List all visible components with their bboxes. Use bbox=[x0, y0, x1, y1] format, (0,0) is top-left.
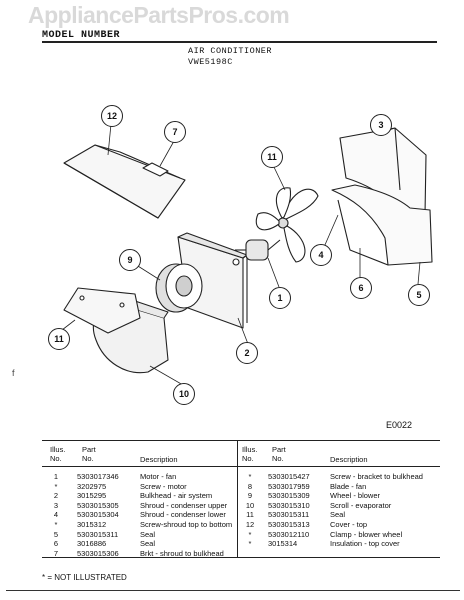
callout-6: 6 bbox=[350, 277, 372, 299]
row-description: Motor - fan bbox=[140, 472, 177, 481]
callout-9: 9 bbox=[119, 249, 141, 271]
row-illus-no: 7 bbox=[53, 548, 59, 558]
callout-3: 3 bbox=[370, 114, 392, 136]
row-description: Insulation - top cover bbox=[330, 539, 400, 549]
row-part-no: 5303017959 bbox=[268, 481, 310, 491]
callout-11-seal: 11 bbox=[48, 328, 70, 350]
callout-7: 7 bbox=[164, 121, 186, 143]
row-part-no: 5303015310 bbox=[268, 500, 310, 510]
row-description: Wheel - blower bbox=[330, 491, 381, 501]
row-part-no: 3015295 bbox=[77, 491, 107, 501]
row-description: Shroud - condenser lower bbox=[140, 510, 226, 520]
callout-2: 2 bbox=[236, 342, 258, 364]
row-part-no: 3202975 bbox=[77, 481, 107, 491]
callout-4: 4 bbox=[310, 244, 332, 266]
row-illus-no: 5 bbox=[53, 529, 59, 539]
part-fan-blade bbox=[255, 187, 319, 263]
row-illus-no: 9 bbox=[247, 491, 253, 501]
diagram-code: E0022 bbox=[386, 420, 413, 430]
row-illus-no: 12 bbox=[245, 520, 255, 529]
row-illus-no: 8 bbox=[247, 481, 253, 491]
row-part-no: 5303015309 bbox=[268, 491, 310, 501]
table-top-rule bbox=[42, 440, 440, 442]
row-illus-no: * bbox=[248, 539, 252, 549]
part-blower-wheel bbox=[155, 263, 203, 313]
row-illus-no: * bbox=[54, 481, 58, 491]
row-illus-no: 6 bbox=[53, 539, 59, 549]
row-description: Scroll - evaporator bbox=[330, 500, 392, 510]
model-code: VWE5198C bbox=[188, 57, 233, 67]
part-top-cover bbox=[63, 144, 186, 219]
row-part-no: 5303015311 bbox=[268, 510, 310, 520]
margin-mark: f bbox=[12, 368, 15, 378]
row-part-no: 3015314 bbox=[268, 539, 298, 549]
row-illus-no: 2 bbox=[53, 491, 59, 501]
page-bottom-rule bbox=[6, 590, 460, 591]
row-part-no: 5303012110 bbox=[268, 529, 310, 539]
diagram-title: AIR CONDITIONER bbox=[188, 46, 273, 56]
table-column-divider bbox=[237, 440, 238, 558]
header-illus-left: Illus. No. bbox=[50, 445, 66, 463]
row-description: Blade - fan bbox=[330, 481, 367, 491]
model-number-header: MODEL NUMBER bbox=[42, 30, 121, 41]
header-illus-right: Illus. No. bbox=[242, 445, 258, 463]
header-part-left: Part No. bbox=[82, 445, 96, 463]
header-part-right: Part No. bbox=[272, 445, 286, 463]
row-description: Seal bbox=[330, 510, 346, 520]
row-description: Bulkhead - air system bbox=[140, 491, 213, 501]
callout-11-fan: 11 bbox=[261, 146, 283, 168]
row-illus-no: * bbox=[248, 472, 252, 481]
table-header-rule bbox=[42, 466, 440, 467]
row-illus-no: 11 bbox=[246, 510, 254, 520]
row-part-no: 5303017346 bbox=[77, 472, 119, 481]
callout-5: 5 bbox=[408, 284, 430, 306]
callout-10: 10 bbox=[173, 383, 195, 405]
header-rule bbox=[42, 41, 437, 43]
part-fan-motor bbox=[232, 239, 281, 266]
row-part-no: 5303015311 bbox=[77, 529, 119, 539]
row-part-no: 5303015427 bbox=[268, 472, 310, 481]
row-part-no: 5303015304 bbox=[77, 510, 119, 520]
row-part-no: 5303015305 bbox=[77, 500, 119, 510]
not-illustrated-note: * = NOT ILLUSTRATED bbox=[42, 573, 127, 582]
row-description: Cover - top bbox=[330, 520, 368, 529]
row-illus-no: 1 bbox=[53, 472, 59, 481]
header-desc-left: Description bbox=[140, 455, 178, 464]
row-description: Screw-shroud top to bottom bbox=[140, 520, 233, 529]
exploded-parts-diagram bbox=[61, 123, 433, 386]
row-part-no: 3015312 bbox=[77, 520, 107, 529]
row-illus-no: 4 bbox=[53, 510, 59, 520]
table-bottom-rule bbox=[42, 557, 440, 559]
row-illus-no: * bbox=[54, 520, 58, 529]
row-illus-no: 10 bbox=[245, 500, 255, 510]
row-description: Screw - motor bbox=[140, 481, 187, 491]
row-part-no: 3016886 bbox=[77, 539, 107, 549]
row-description: Seal bbox=[140, 539, 156, 549]
part-shroud-lower bbox=[331, 184, 433, 266]
callout-1: 1 bbox=[269, 287, 291, 309]
watermark-logo: AppliancePartsPros.com bbox=[28, 2, 290, 28]
row-illus-no: 3 bbox=[53, 500, 59, 510]
header-desc-right: Description bbox=[330, 455, 368, 464]
row-illus-no: * bbox=[248, 529, 252, 539]
row-description: Clamp - blower wheel bbox=[330, 529, 403, 539]
callout-12: 12 bbox=[101, 105, 123, 127]
row-description: Brkt - shroud to bulkhead bbox=[140, 548, 224, 558]
row-description: Screw - bracket to bulkhead bbox=[330, 472, 423, 481]
row-part-no: 5303015306 bbox=[77, 548, 119, 558]
row-part-no: 5303015313 bbox=[268, 520, 310, 529]
row-description: Shroud - condenser upper bbox=[140, 500, 228, 510]
row-description: Seal bbox=[140, 529, 156, 539]
part-bracket bbox=[142, 162, 169, 177]
